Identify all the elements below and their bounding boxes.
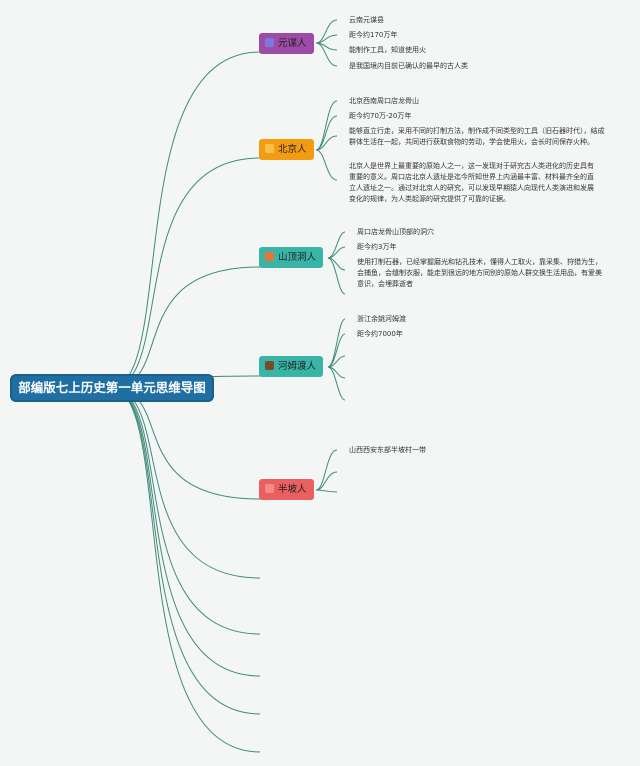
branch-label: 山顶洞人	[278, 252, 317, 263]
sparkle-icon	[265, 252, 274, 261]
circle-dot-icon	[265, 38, 274, 47]
connector-line	[315, 489, 338, 493]
connector-line	[315, 149, 338, 181]
detail-peking-location: 北京西南周口店龙骨山	[349, 97, 419, 105]
detail-yuanmou-age: 距今约170万年	[349, 31, 398, 39]
detail-upper-cave-life: 使用打制石器，已经掌握磨光和钻孔技术，懂得人工取火，靠采集、狩猎为生，会捕鱼，会…	[357, 258, 602, 288]
connector-line	[109, 387, 261, 579]
branch-label: 河姆渡人	[278, 361, 317, 372]
connector-line	[109, 387, 261, 677]
detail-upper-cave-location: 周口店龙骨山顶部的洞穴	[357, 228, 434, 236]
branch-node-hemudu[interactable]: 河姆渡人	[260, 357, 323, 376]
connector-line	[109, 387, 261, 715]
connector-line	[109, 387, 261, 753]
tools-icon	[265, 361, 274, 370]
detail-peking-significance: 北京人是世界上最重要的原始人之一，这一发现对于研究古人类进化的历史具有重要的意义…	[349, 162, 594, 203]
connector-line	[315, 449, 338, 491]
connector-line	[315, 115, 338, 151]
connector-line	[109, 266, 261, 389]
square-icon	[265, 484, 274, 493]
detail-hemudu-age: 距今约7000年	[357, 330, 403, 338]
branch-label: 北京人	[278, 144, 307, 155]
detail-upper-cave-age: 距今约3万年	[357, 243, 397, 251]
connector-line	[315, 471, 338, 491]
connector-line	[327, 231, 346, 259]
connector-line	[315, 42, 338, 67]
detail-yuanmou-tools: 能制作工具，知道使用火	[349, 46, 426, 54]
detail-yuanmou-location: 云南元谋县	[349, 16, 384, 24]
connector-line	[327, 318, 346, 368]
detail-peking-age: 距今约70万-20万年	[349, 112, 412, 120]
branch-label: 元谋人	[278, 38, 307, 49]
detail-hemudu-location: 浙江余姚河姆渡	[357, 315, 406, 323]
detail-yuanmou-significance: 是我国境内目前已确认的最早的古人类	[349, 62, 468, 70]
connector-line	[109, 157, 261, 389]
connector-line	[327, 366, 346, 401]
connector-line	[327, 355, 346, 368]
root-node[interactable]: 部编版七上历史第一单元思维导图	[12, 376, 212, 400]
connector-line	[315, 135, 338, 151]
connector-line	[327, 333, 346, 368]
connector-line	[327, 246, 346, 259]
detail-banpo-location: 山西西安东部半坡村一带	[349, 446, 426, 454]
branch-node-yuanmou[interactable]: 元谋人	[260, 34, 313, 53]
connector-line	[109, 387, 261, 635]
connector-line	[315, 19, 338, 44]
branch-node-peking[interactable]: 北京人	[260, 140, 313, 159]
square-icon	[265, 144, 274, 153]
connector-line	[109, 51, 261, 389]
connector-line	[327, 257, 346, 295]
detail-peking-life: 能够直立行走，采用不同的打制方法，制作成不同类型的工具（旧石器时代），结成群体生…	[349, 127, 605, 146]
branch-node-banpo[interactable]: 半坡人	[260, 480, 313, 499]
branch-label: 半坡人	[278, 484, 307, 495]
branch-node-upper-cave[interactable]: 山顶洞人	[260, 248, 323, 267]
